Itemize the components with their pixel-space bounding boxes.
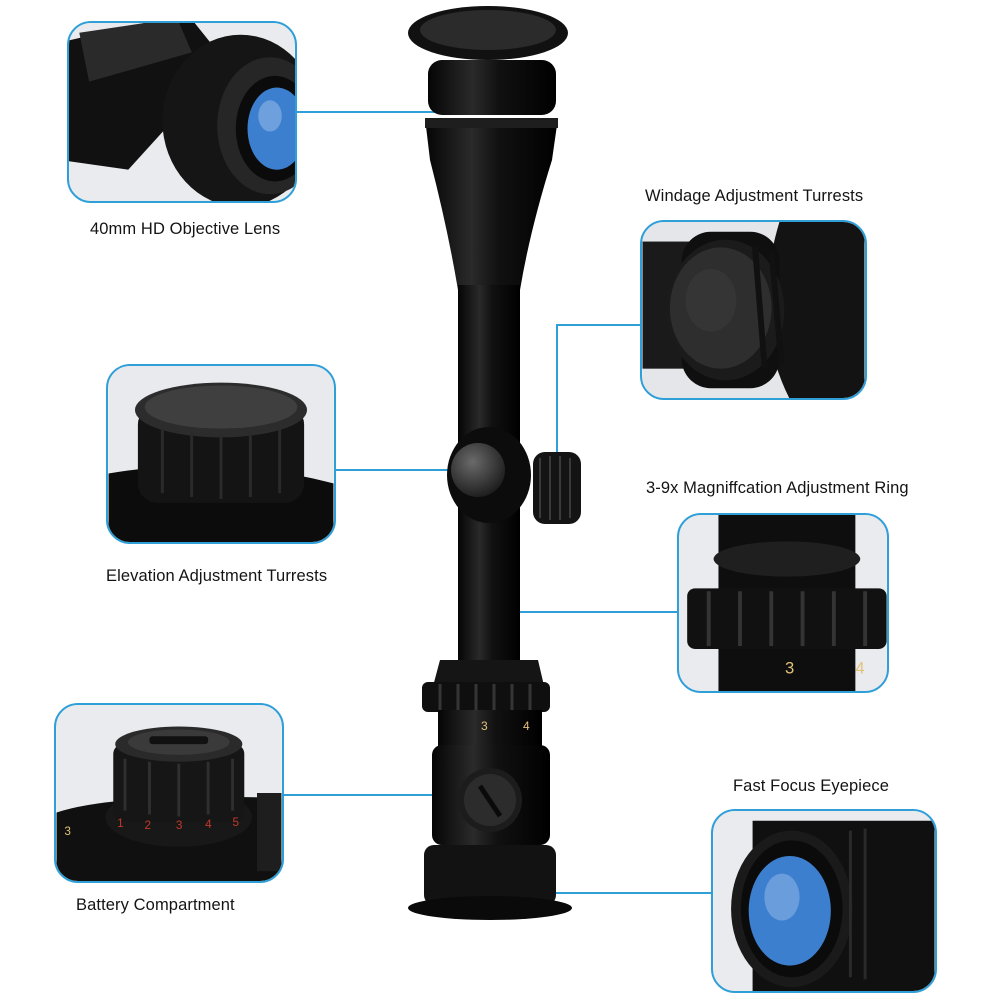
battery-side-mark: 3 [64,825,71,838]
windage-turret-label: Windage Adjustment Turrests [645,187,864,205]
eyepiece-label: Fast Focus Eyepiece [733,777,889,795]
magnification-mark-3: 3 [785,658,794,677]
eyepiece-lens-icon [713,811,935,991]
eyepiece-callout [711,809,937,993]
magnification-mark-4: 4 [855,658,864,677]
windage-turret-icon [642,222,865,398]
battery-mark-4: 4 [205,818,212,831]
objective-lens-label: 40mm HD Objective Lens [90,220,281,238]
magnification-ring-label: 3-9x Magniffcation Adjustment Ring [646,479,909,497]
magnification-ring-callout: 3 4 [677,513,889,693]
zoom-ring [422,682,550,712]
zoom-mark-3: 3 [481,719,488,733]
elevation-turret-label: Elevation Adjustment Turrests [106,567,328,585]
windage-turret-callout [640,220,867,400]
rifle-scope: 3 4 [408,6,581,920]
elevation-knob [451,443,505,497]
objective-lens-callout [67,21,297,203]
battery-mark-1: 1 [117,817,124,830]
battery-mark-5: 5 [233,816,240,829]
magnification-ring-icon: 3 4 [679,515,887,691]
battery-mark-2: 2 [145,819,152,832]
objective-lens-icon [69,23,295,201]
zoom-mark-4: 4 [523,719,530,733]
objective-bell [425,118,558,290]
battery-mark-3: 3 [176,819,183,832]
battery-compartment-callout: 1 2 3 4 5 3 [54,703,284,883]
eyepiece-rubber [424,845,556,905]
battery-compartment-label: Battery Compartment [76,896,235,914]
battery-cap-icon: 1 2 3 4 5 3 [56,705,282,881]
elevation-turret-icon [108,366,334,542]
elevation-turret-callout [106,364,336,544]
